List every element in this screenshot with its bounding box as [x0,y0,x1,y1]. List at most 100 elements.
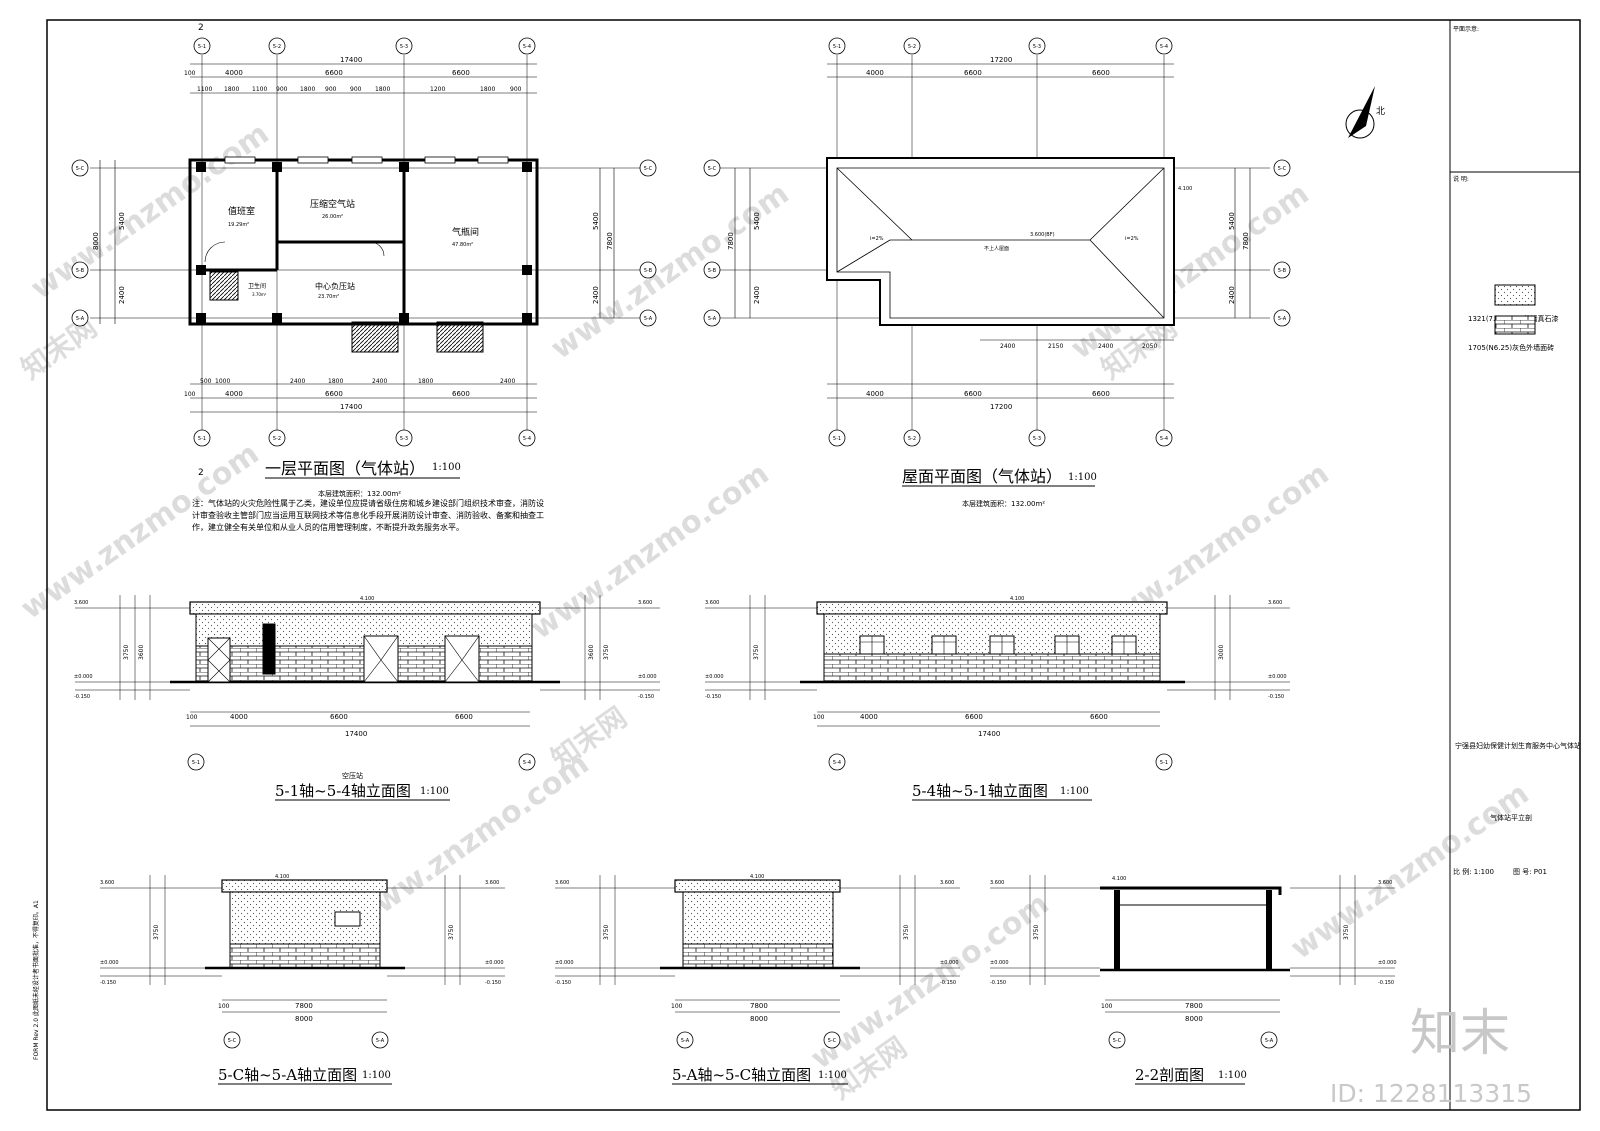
elev3-axis-right: 5-A [376,1038,385,1044]
dim-bot-span-4: 6600 [452,390,470,398]
room-duty-area: 19.29m² [228,222,249,228]
plan-title: 一层平面图（气体站） [265,459,425,478]
roof-dim-bot-3: 6600 [1092,390,1110,398]
section-total: 8000 [1185,1015,1203,1023]
section-title: 2-2剖面图 [1135,1066,1204,1084]
legend-swatch-dots [1494,284,1536,306]
elev1-span-2: 4000 [230,713,248,721]
project-name: 宁强县妇幼保健计划生育服务中心气体站 [1455,741,1581,750]
section-span-2: 7800 [1185,1002,1203,1010]
dim-bot-span-1: 100 [184,391,196,398]
elev3-level-top-r: 3.600 [485,880,499,886]
elev2-vdim-1: 3750 [753,645,760,660]
elev3-axis-left: 5-C [228,1038,237,1044]
elev2-title: 5-4轴~5-1轴立面图 [912,782,1048,800]
dim-top-span-1: 100 [184,70,196,77]
roof-dim-bot-total: 17200 [990,403,1012,411]
dim-left-total: 8000 [92,232,100,250]
dim-top-detail-2: 1800 [224,86,239,93]
dim-bot-detail-3: 2400 [290,378,305,385]
elev4-vdim-2: 3750 [903,925,910,940]
roof-slope-right: i=2% [1125,236,1139,242]
roof-slope-left: i=2% [870,236,884,242]
roof-axis-5-3: 5-3 [1033,44,1041,50]
axis-bubble-5-3: 5-3 [400,44,408,50]
dim-top-detail-10: 1800 [480,86,495,93]
roof-dim-left-total: 7800 [727,232,735,250]
side-note: FORM Rev 2.0 此图纸未经设计者书面批准，不得复印。A1 [32,900,40,1060]
elev2-span-1: 100 [813,714,825,721]
elev3-level-bottom-r: -0.150 [485,980,501,986]
elev2-vdim-2: 3000 [1218,645,1225,660]
elev1-level-bottom: -0.150 [74,694,90,700]
roof-axis-5-1: 5-1 [833,44,841,50]
dim-top-detail-9: 1200 [430,86,445,93]
notes-label: 说 明: [1453,175,1469,183]
elev1-vdim-2: 3600 [138,645,145,660]
elev1-title: 5-1轴~5-4轴立面图 [275,782,411,800]
elevation-5-c-to-5-a: 3.600 ±0.000 -0.150 3.600 ±0.000 -0.150 … [100,874,505,1085]
axis-bubble-5-a: 5-A [644,316,653,322]
roof-axis-5-3: 5-3 [1033,436,1041,442]
elev4-axis-right: 5-C [828,1038,837,1044]
roof-axis-5-1: 5-1 [833,436,841,442]
roof-plan: i=2% i=2% 3.600(BF) 不上人屋面 4.100 17200 40… [703,37,1291,508]
elev2-level-bottom-r: -0.150 [1268,694,1284,700]
roof-axis-5-b: 5-B [708,268,717,274]
elev2-level-zero: ±0.000 [705,674,724,680]
roof-title: 屋面平面图（气体站） [902,467,1062,486]
plan-area: 本层建筑面积：132.00m² [318,489,401,498]
watermark-text: www.znzmo.com [805,886,1056,1076]
elev2-axis-left: 5-4 [833,760,841,766]
elev2-axis-right: 5-1 [1160,760,1168,766]
elev1-span-1: 100 [186,714,198,721]
elev3-scale: 1:100 [362,1070,391,1081]
elev1-total: 17400 [345,730,367,738]
roof-axis-5-b: 5-B [1278,268,1287,274]
stair-hatch [209,271,239,301]
dim-bot-detail-5: 2400 [372,378,387,385]
section-scale: 1:100 [1218,1070,1247,1081]
roof-dim-right-2: 2400 [1228,286,1236,304]
north-label: 北 [1376,106,1385,117]
north-arrow: 北 [1345,86,1385,139]
roof-dim-right-1: 5400 [1228,212,1236,230]
elev4-level-bottom-r: -0.150 [940,980,956,986]
dim-right-total: 7800 [606,232,614,250]
elev3-level-bottom: -0.150 [100,980,116,986]
section-level-top-r: 3.600 [1378,880,1392,886]
elev2-span-4: 6600 [1090,713,1108,721]
roof-axis-5-2: 5-2 [908,436,916,442]
elev3-span-2: 7800 [295,1002,313,1010]
roof-axis-5-c: 5-C [708,166,717,172]
roof-axis-5-a: 5-A [1278,316,1287,322]
dim-top-detail-5: 1800 [300,86,315,93]
watermark-text: 知末网 [545,701,633,776]
watermark-text: www.znzmo.com [1285,776,1536,966]
dim-right-2: 2400 [592,286,600,304]
watermark-text: www.znzmo.com [525,456,776,646]
dim-top-detail-3: 1100 [252,86,267,93]
dim-top-span-2: 4000 [225,69,243,77]
axis-bubble-5-b: 5-B [644,268,653,274]
roof-dim-bot-2: 6600 [964,390,982,398]
dim-top-detail-6: 900 [325,86,337,93]
dim-left-1: 5400 [118,212,126,230]
first-floor-plan: 值班室 19.29m² 压缩空气站 26.00m² 气瓶间 47.80m² 中心… [71,23,657,532]
elev3-vdim-2: 3750 [448,925,455,940]
scale-label: 比 例: 1:100 [1453,867,1494,876]
room-duty-label: 值班室 [228,205,255,217]
dim-top-span-4: 6600 [452,69,470,77]
watermark-text: 知末网 [15,311,103,386]
section-level-top: 3.600 [990,880,1004,886]
elev1-vdim-3: 3600 [588,645,595,660]
elev3-top-elev: 4.100 [275,874,289,880]
elev1-level-bottom-r: -0.150 [638,694,654,700]
legend-swatch-brick [1494,315,1536,335]
elev4-span-2: 7800 [750,1002,768,1010]
elev4-level-zero: ±0.000 [555,960,574,966]
elev1-top-elev: 4.100 [360,596,374,602]
dim-bot-total: 17400 [340,403,362,411]
roof-dim-top-2: 6600 [964,69,982,77]
watermark-text: www.znzmo.com [545,176,796,366]
